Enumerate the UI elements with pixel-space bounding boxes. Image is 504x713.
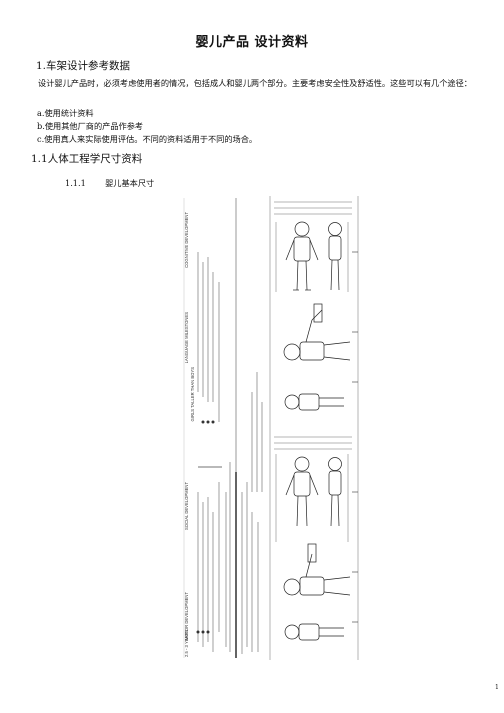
chart-label: SOCIAL DEVELOPMENT [184, 482, 189, 530]
standing-infant-front [285, 221, 319, 291]
sub-subsection-number: 1.1.1 [65, 178, 86, 188]
chart-label: 2.5 - 3 YEARS [184, 630, 189, 657]
subsection-heading: 1.1人体工程学尺寸资料 [31, 153, 143, 165]
chart-label: GIRLS TALLER THAN BOYS [190, 367, 195, 422]
sub-subsection-heading: 1.1.1 婴儿基本尺寸 [65, 177, 154, 189]
page-title: 婴儿产品 设计资料 [195, 35, 309, 50]
development-chart: COGNITIVE DEVELOPMENT LANGUAGE MILESTONE… [183, 198, 263, 658]
sitting-infant [284, 393, 344, 411]
standing-infant-side [328, 222, 342, 291]
intro-paragraph: 设计婴儿产品时，必须考虑使用者的情况，包括成人和婴儿两个部分。主要考虑安全性及舒… [38, 78, 472, 88]
chart-label: LANGUAGE MILESTONES [184, 312, 189, 364]
chart-label: MOTOR DEVELOPMENT [184, 592, 189, 641]
list-item: a.使用统计资料 [37, 108, 94, 118]
page-number: 1 [495, 684, 499, 691]
list-item: c.使用真人来实际使用评估。不同的资料适用于不同的场合。 [37, 134, 258, 144]
infant-dimensions-figure: COGNITIVE DEVELOPMENT LANGUAGE MILESTONE… [183, 196, 359, 660]
lying-infant [283, 543, 351, 596]
section-heading: 1.车架设计参考数据 [36, 60, 131, 72]
infant-figures [269, 196, 359, 660]
standing-infant-side [328, 457, 342, 527]
lying-infant [283, 303, 351, 361]
standing-infant-front [285, 456, 319, 527]
sub-subsection-title: 婴儿基本尺寸 [105, 178, 155, 188]
list-item: b.使用其他厂商的产品作参考 [37, 121, 144, 131]
chart-label: COGNITIVE DEVELOPMENT [184, 212, 189, 268]
sitting-infant [284, 623, 344, 641]
